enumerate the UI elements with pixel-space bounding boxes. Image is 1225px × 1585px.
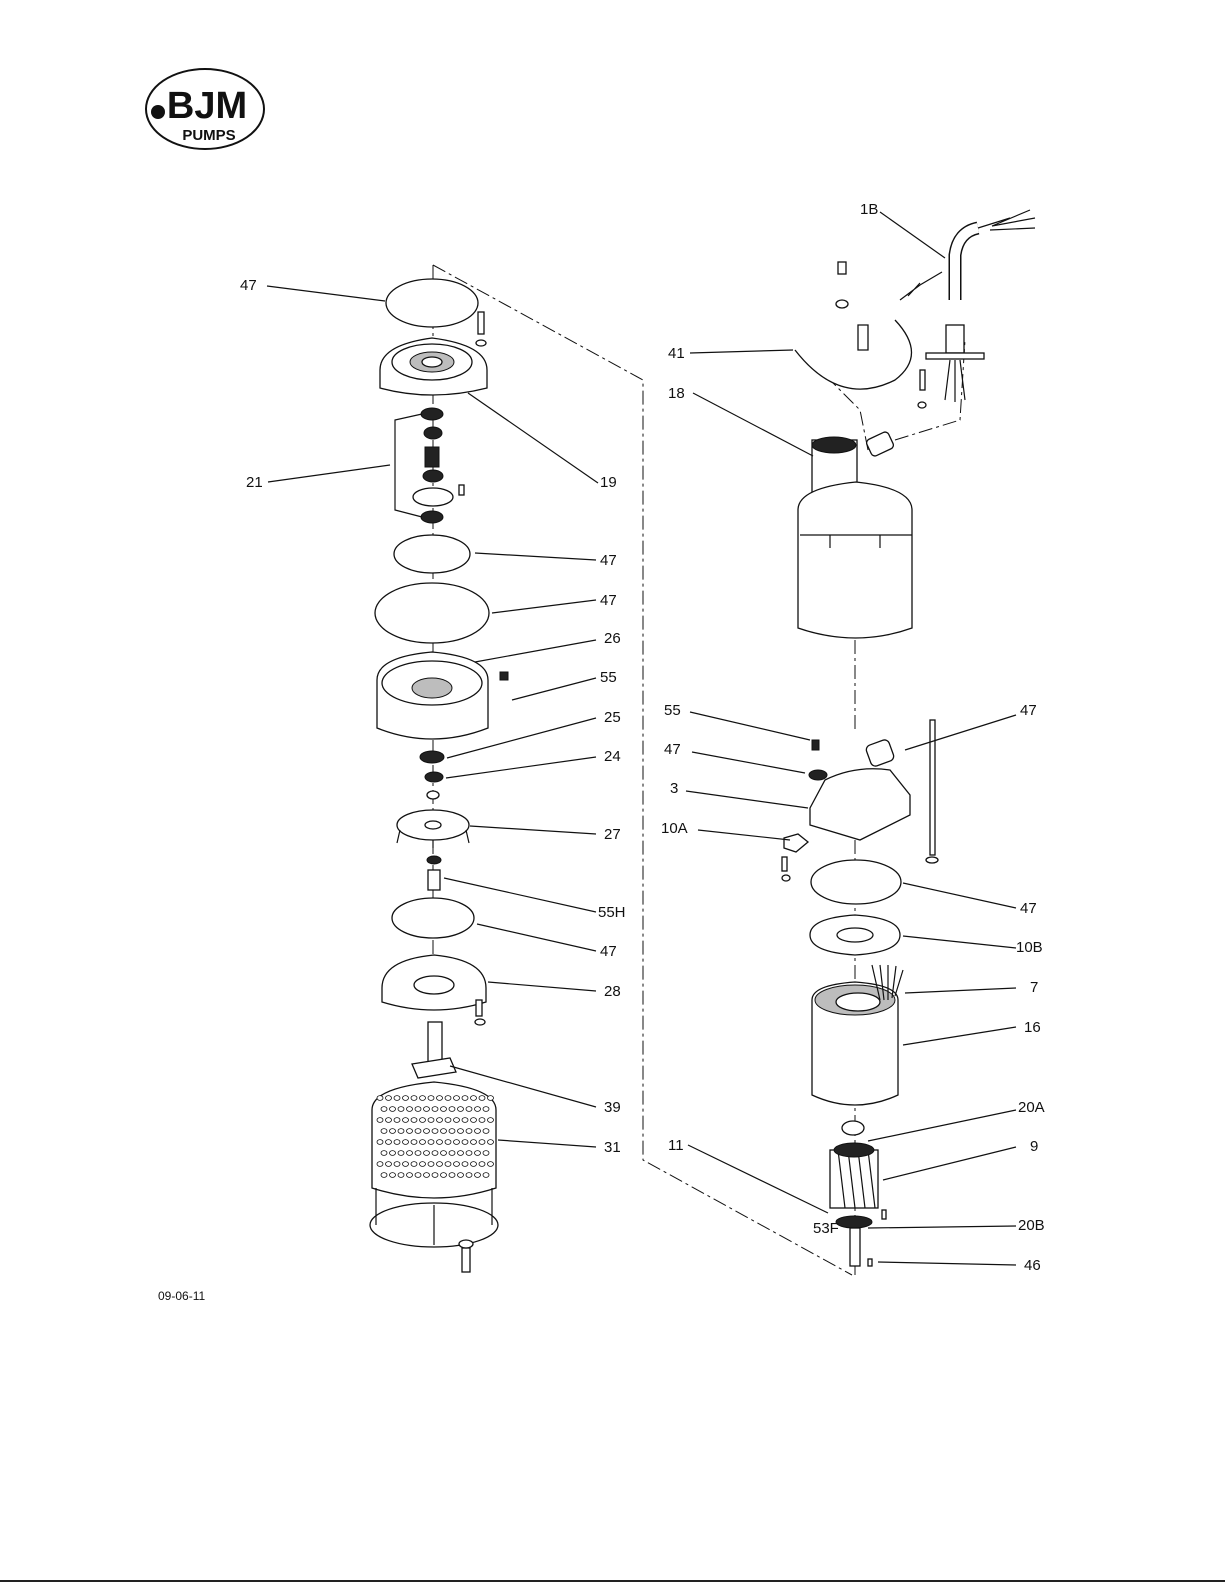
part-28-wear-plate [382,955,486,1025]
part-47-disc-d [811,860,901,904]
label-47-f: 47 [1020,900,1037,917]
part-47-oring-b [375,583,489,643]
bjm-pumps-logo: BJM PUMPS [146,69,264,149]
label-1B: 1B [860,201,878,218]
part-19-seal-housing [380,338,487,395]
part-47-oring-c [392,898,474,938]
logo-text-bjm: BJM [167,85,247,127]
part-bolt-top-left [476,312,486,346]
part-20A-bearing [842,1121,864,1135]
part-47-oring-a [394,535,470,573]
label-41: 41 [668,345,685,362]
label-7: 7 [1030,979,1038,996]
part-16-stator [812,965,903,1105]
label-55-left: 55 [600,669,617,686]
page-bottom-rule [0,1580,1225,1582]
part-55H-shaft-sleeve [427,856,441,890]
logo-text-pumps: PUMPS [182,127,235,144]
part-9-rotor [830,1143,886,1266]
callout-labels: 47 21 19 47 47 26 55 25 24 27 55H 47 28 … [240,201,1045,1274]
label-19: 19 [600,474,617,491]
part-39-agitator [412,1022,456,1078]
label-46: 46 [1024,1257,1041,1274]
part-46-pin [868,1259,872,1266]
label-47-d: 47 [1020,702,1037,719]
part-41-lifting-handle [795,262,912,389]
label-26: 26 [604,630,621,647]
part-3-motor-top-cover [809,720,938,863]
label-18: 18 [668,385,685,402]
label-47-a: 47 [600,552,617,569]
part-26-pump-housing [377,652,508,739]
part-21-mechanical-seal-stack [395,408,464,523]
label-47-c: 47 [600,943,617,960]
label-20B: 20B [1018,1217,1045,1234]
part-18-motor-housing [798,437,912,638]
label-55-right: 55 [664,702,681,719]
part-10B-insulator [810,915,900,955]
label-21: 21 [246,474,263,491]
label-55H: 55H [598,904,626,921]
label-31: 31 [604,1139,621,1156]
part-bolt-handle [918,370,926,408]
part-10A-thermal-switch [782,834,808,881]
label-25: 25 [604,709,621,726]
drawing-date-code: 09-06-11 [158,1289,205,1303]
label-27: 27 [604,826,621,843]
label-11: 11 [668,1137,684,1154]
label-47-e: 47 [664,741,681,758]
label-10B: 10B [1016,939,1043,956]
label-28: 28 [604,983,621,1000]
label-24: 24 [604,748,621,765]
label-47-b: 47 [600,592,617,609]
label-3: 3 [670,780,678,797]
label-16: 16 [1024,1019,1041,1036]
part-31-strainer [370,1082,498,1272]
part-47-top-disc [386,279,478,327]
label-53F: 53F [813,1220,839,1237]
label-20A: 20A [1018,1099,1045,1116]
label-10A: 10A [661,820,688,837]
label-9: 9 [1030,1138,1038,1155]
part-gasket-cable [865,431,894,457]
part-27-impeller [397,810,469,848]
label-39: 39 [604,1099,621,1116]
label-47-top: 47 [240,277,257,294]
part-25-24-bearings [420,751,444,799]
